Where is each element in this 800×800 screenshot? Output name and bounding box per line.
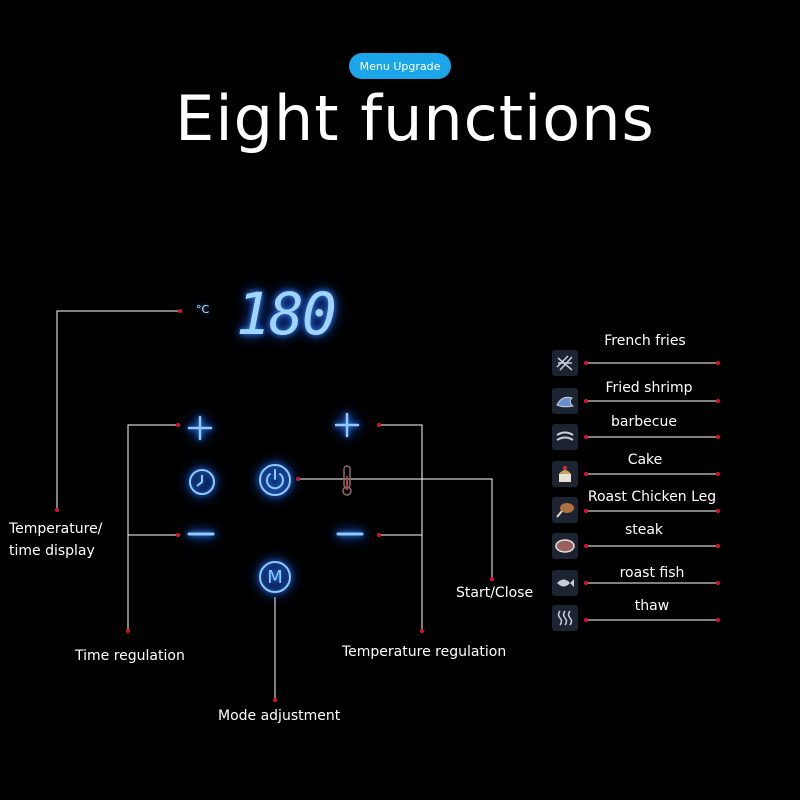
menu-item-label: French fries (604, 333, 686, 349)
time-plus-button[interactable] (187, 415, 213, 441)
temperature-regulation-label: Temperature regulation (342, 644, 507, 660)
clock-icon (189, 469, 215, 495)
steak-icon (552, 533, 578, 559)
temp-minus-button[interactable] (336, 527, 364, 541)
temp-time-display-label: Temperature/ time display (9, 521, 103, 559)
menu-item-label: steak (624, 522, 664, 538)
start-close-label: Start/Close (456, 585, 534, 601)
led-display: 180 (236, 280, 337, 348)
time-regulation-label: Time regulation (75, 648, 185, 664)
chicken-leg-icon (552, 497, 578, 523)
thaw-icon (552, 605, 578, 631)
mode-button[interactable]: M (258, 560, 292, 594)
temp-plus-button[interactable] (334, 412, 360, 438)
menu-item-label: Fried shrimp (605, 380, 693, 396)
thermometer-icon (342, 465, 352, 496)
time-minus-button[interactable] (187, 527, 215, 541)
barbecue-icon (552, 424, 578, 450)
menu-item-label: Roast Chicken Leg (587, 489, 717, 505)
fish-icon (552, 570, 578, 596)
power-button[interactable] (258, 463, 292, 497)
menu-item-label: roast fish (619, 565, 685, 581)
fries-icon (552, 350, 578, 376)
page-title: Eight functions (175, 82, 655, 155)
shrimp-icon (552, 388, 578, 414)
cake-icon (552, 461, 578, 487)
mode-adjustment-label: Mode adjustment (218, 708, 341, 724)
celsius-unit: °C (196, 303, 210, 316)
menu-item-label: thaw (634, 598, 670, 614)
menu-item-label: barbecue (611, 414, 677, 430)
svg-text:M: M (267, 567, 283, 588)
menu-upgrade-badge: Menu Upgrade (349, 53, 451, 79)
menu-item-label: Cake (627, 452, 663, 468)
